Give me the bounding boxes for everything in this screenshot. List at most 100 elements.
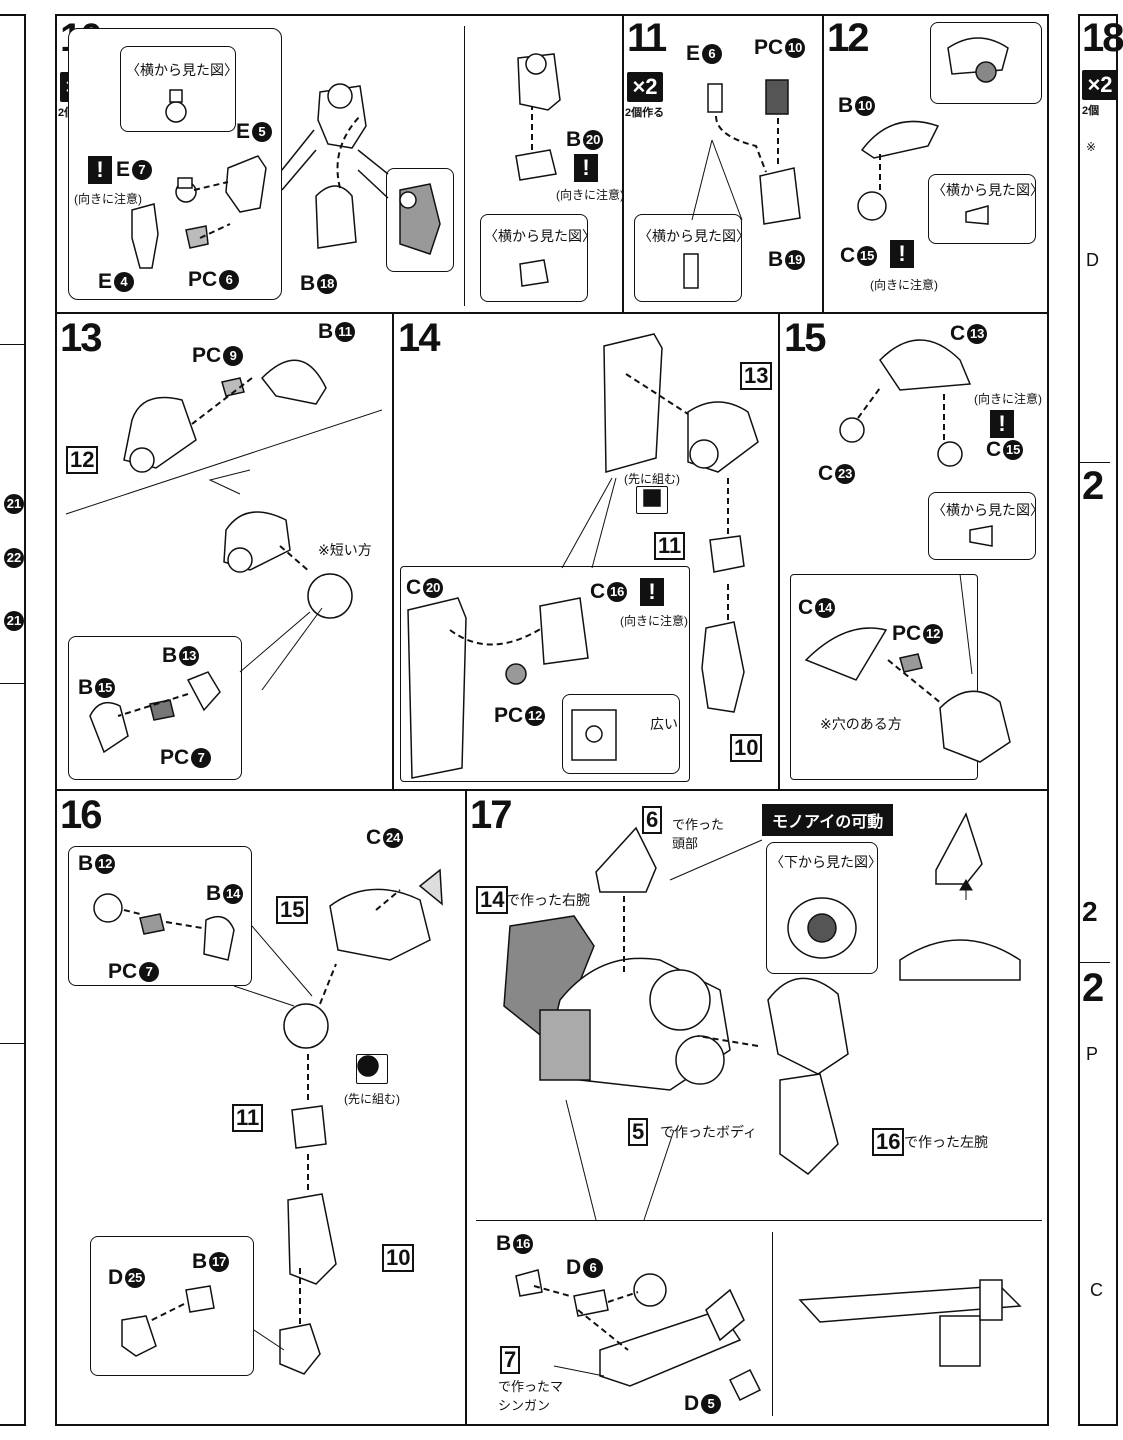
step-17-lower-divider xyxy=(476,1220,1042,1221)
step-10-side-view-label: 〈横から見た図〉 xyxy=(126,62,238,78)
step-15-caution-text: (向きに注意) xyxy=(974,392,1042,406)
step-10-side-view-label-2: 〈横から見た図〉 xyxy=(484,228,596,244)
step-14-caution-text: (向きに注意) xyxy=(620,614,688,628)
step-12-side-view-label: 〈横から見た図〉 xyxy=(932,182,1044,198)
col-divider-16-17 xyxy=(465,789,467,1426)
step-14-number: 14 xyxy=(398,316,440,360)
right-edge-divider-2 xyxy=(1080,962,1110,963)
step-18-label-d: D xyxy=(1086,250,1099,270)
step-17-ref-5: 5 xyxy=(628,1118,649,1146)
step-11-make2: 2個作る xyxy=(625,107,665,119)
col-divider-10-11 xyxy=(622,14,624,312)
step-17-lower-vdivider xyxy=(772,1232,773,1416)
step-10-caution-text: (向きに注意) xyxy=(74,192,142,206)
step-16-ref-10: 10 xyxy=(382,1244,415,1272)
step-10-inner-divider xyxy=(464,26,465,306)
right-page-fragment xyxy=(1078,14,1118,1426)
step-17-machinegun-label: で作ったマシンガン xyxy=(498,1379,564,1413)
step-14-caution-icon: ! xyxy=(640,578,664,606)
step-10-side-view-box-2 xyxy=(480,214,588,302)
step-16-ref-15: 15 xyxy=(276,896,309,924)
step-15-side-view-box xyxy=(928,492,1036,560)
step-17-head-label: で作った頭部 xyxy=(672,817,725,851)
step-18-make2: 2個 xyxy=(1082,105,1100,117)
step-17-ref-16: 16 xyxy=(872,1128,905,1156)
step-17-left-arm-label: で作った左腕 xyxy=(904,1134,988,1150)
col-divider-11-12 xyxy=(822,14,824,312)
step-14-assemble-first: (先に組む) xyxy=(624,472,680,486)
step-12-number: 12 xyxy=(827,16,869,60)
step-10-caution-text-2: (向きに注意) xyxy=(556,188,624,202)
step-15-number: 15 xyxy=(784,316,826,360)
step-17-number: 17 xyxy=(470,793,512,837)
step-15-side-view-label: 〈横から見た図〉 xyxy=(932,502,1044,518)
step-17-ref-7: 7 xyxy=(500,1346,521,1374)
step-13-short-side-note: ※短い方 xyxy=(318,542,372,558)
step-15-hole-side-note: ※穴のある方 xyxy=(820,716,902,732)
step-16-assemble-first: (先に組む) xyxy=(344,1092,400,1106)
step-13-ref-12: 12 xyxy=(66,446,99,474)
step-16-ref-11: 11 xyxy=(232,1104,264,1132)
left-page-fragment xyxy=(0,14,26,1426)
step-10-caution-icon: ! xyxy=(88,156,112,184)
step-12-caution-icon: ! xyxy=(890,240,914,268)
step-17-body-label: で作ったボディ xyxy=(660,1124,758,1140)
step-11-number: 11 xyxy=(627,16,667,60)
step-14-ref-10: 10 xyxy=(730,734,763,762)
row-divider-1 xyxy=(55,312,1049,314)
step-13-number: 13 xyxy=(60,316,102,360)
right-edge-divider-1 xyxy=(1080,462,1110,463)
step-16-number: 16 xyxy=(60,793,102,837)
step-17-mono-eye-banner: モノアイの可動 xyxy=(762,804,894,836)
step-17-ref-14: 14 xyxy=(476,886,509,914)
left-edge-divider-1 xyxy=(0,344,24,345)
col-divider-13-14 xyxy=(392,312,394,789)
col-divider-14-15 xyxy=(778,312,780,789)
step-18-x2-badge: ×2 xyxy=(1082,70,1118,100)
row-divider-2 xyxy=(55,789,1049,791)
step-11-x2-badge: ×2 xyxy=(627,72,663,102)
step-17-ref-6: 6 xyxy=(642,806,663,834)
step-21-label-c: C xyxy=(1090,1280,1103,1300)
step-11-side-view-label: 〈横から見た図〉 xyxy=(638,228,750,244)
left-edge-part-21b: 21 xyxy=(2,609,24,633)
left-edge-part-22: 22 xyxy=(2,546,24,570)
step-18-number: 18 xyxy=(1082,16,1123,60)
step-15-caution-icon: ! xyxy=(990,410,1014,438)
step-14-wide-label: 広い xyxy=(650,716,678,732)
step-20b-number: 2 xyxy=(1082,896,1098,927)
